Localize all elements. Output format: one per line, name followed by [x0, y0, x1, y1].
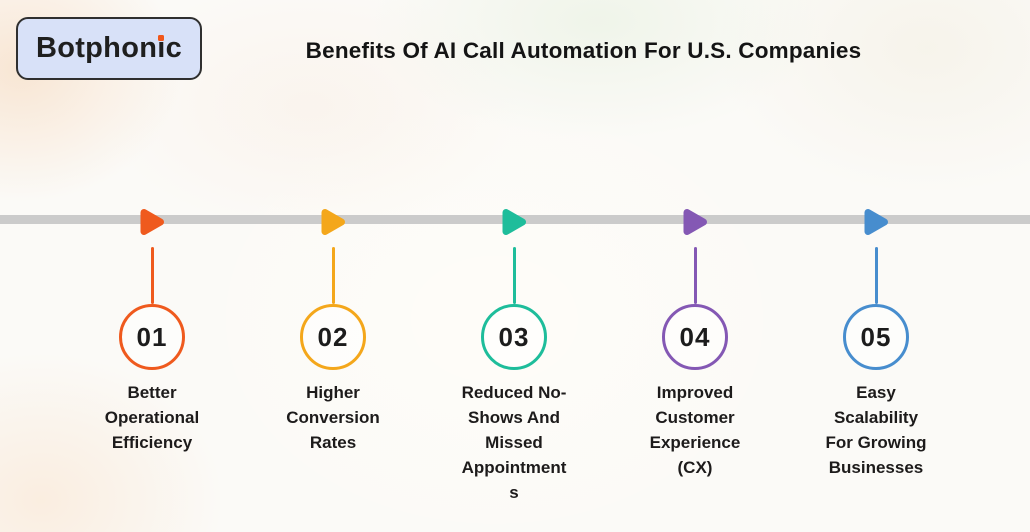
step-number: 03: [498, 321, 530, 352]
step-label: Easy Scalability For Growing Businesses: [825, 383, 927, 477]
timeline-item-1: 01 Better Operational Efficiency: [77, 204, 227, 455]
play-marker-icon: [315, 204, 351, 240]
step-circle-3: 03: [481, 304, 547, 370]
play-marker-icon: [496, 204, 532, 240]
timeline-item-2: 02 Higher Conversion Rates: [258, 204, 408, 455]
play-marker-icon: [858, 204, 894, 240]
connector-line: [693, 247, 697, 304]
step-circle-4: 04: [662, 304, 728, 370]
connector-line: [150, 247, 154, 304]
step-circle-2: 02: [300, 304, 366, 370]
play-marker-icon: [677, 204, 713, 240]
connector-line: [874, 247, 878, 304]
step-number: 02: [317, 321, 349, 352]
connector-line: [331, 247, 335, 304]
step-number: 01: [136, 321, 168, 352]
logo-i-dot: [158, 35, 165, 41]
step-label: Reduced No-Shows And Missed Appointments: [461, 383, 567, 502]
step-circle-1: 01: [119, 304, 185, 370]
connector-line: [512, 247, 516, 304]
step-circle-5: 05: [843, 304, 909, 370]
play-marker-icon: [134, 204, 170, 240]
timeline-item-3: 03 Reduced No-Shows And Missed Appointme…: [439, 204, 589, 505]
timeline-item-4: 04 Improved Customer Experience (CX): [620, 204, 770, 480]
timeline-item-5: 05 Easy Scalability For Growing Business…: [801, 204, 951, 480]
step-label: Higher Conversion Rates: [286, 383, 380, 452]
step-number: 04: [679, 321, 711, 352]
step-number: 05: [860, 321, 892, 352]
step-label: Improved Customer Experience (CX): [649, 383, 741, 477]
step-label: Better Operational Efficiency: [104, 383, 200, 452]
page-title: Benefits Of AI Call Automation For U.S. …: [305, 38, 862, 63]
